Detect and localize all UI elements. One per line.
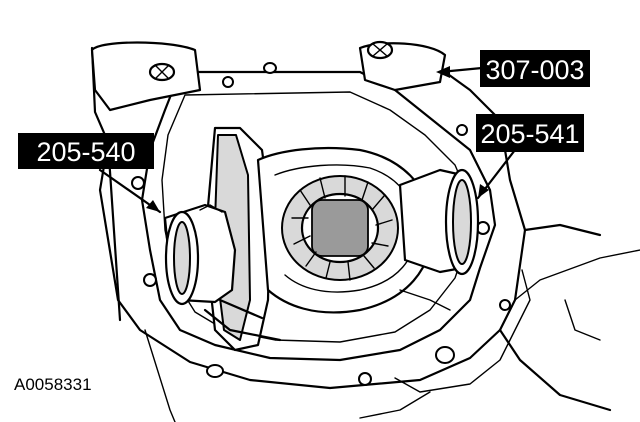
- callout-307-003: 307-003: [480, 50, 590, 87]
- callout-205-541-label: 205-541: [480, 119, 579, 149]
- callout-205-541: 205-541: [476, 114, 584, 152]
- leader-lines: [98, 66, 517, 214]
- bolt-holes: [131, 62, 511, 386]
- gasket-contour: [140, 70, 497, 362]
- callout-205-540-label: 205-540: [36, 137, 135, 167]
- lower-ribs: [203, 289, 451, 342]
- side-bearing-left: [163, 203, 237, 306]
- side-bearing-right: [398, 168, 480, 276]
- callout-205-540: 205-540: [18, 133, 154, 169]
- callout-307-003-label: 307-003: [485, 55, 584, 85]
- tool-307-003-arms: [90, 40, 447, 112]
- differential-case: [203, 126, 434, 352]
- figure-id-label: A0058331: [14, 375, 92, 394]
